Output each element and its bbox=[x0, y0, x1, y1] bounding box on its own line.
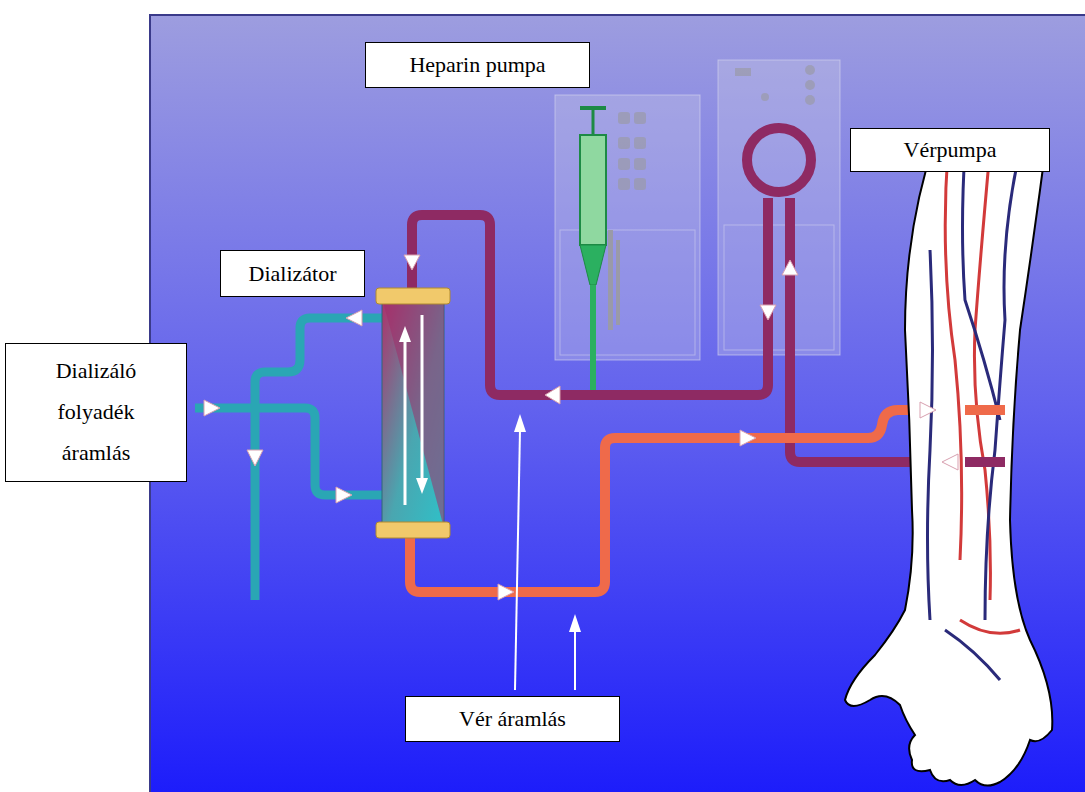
heparin-pump bbox=[555, 95, 700, 390]
label-text: Heparin pumpa bbox=[409, 51, 545, 79]
dialysate-tubing bbox=[195, 318, 382, 600]
label-box: Dializáló folyadék áramlás bbox=[5, 343, 187, 482]
label-text: Dializátor bbox=[249, 260, 337, 288]
label-box: Dializátor bbox=[220, 250, 365, 297]
label-box: Heparin pumpa bbox=[365, 42, 590, 88]
label-text: Dializáló folyadék áramlás bbox=[36, 351, 156, 473]
flow-arrowheads bbox=[204, 255, 958, 600]
label-box: Vérpumpa bbox=[850, 128, 1050, 172]
arm-illustration bbox=[845, 130, 1052, 786]
label-box: Vér áramlás bbox=[405, 696, 620, 742]
label-text: Vér áramlás bbox=[459, 705, 566, 733]
label-text: Vérpumpa bbox=[904, 136, 997, 164]
dialyzer bbox=[376, 288, 450, 538]
blood-pump bbox=[718, 60, 840, 355]
leader-arrows bbox=[514, 414, 581, 690]
background-panel bbox=[150, 15, 1085, 792]
